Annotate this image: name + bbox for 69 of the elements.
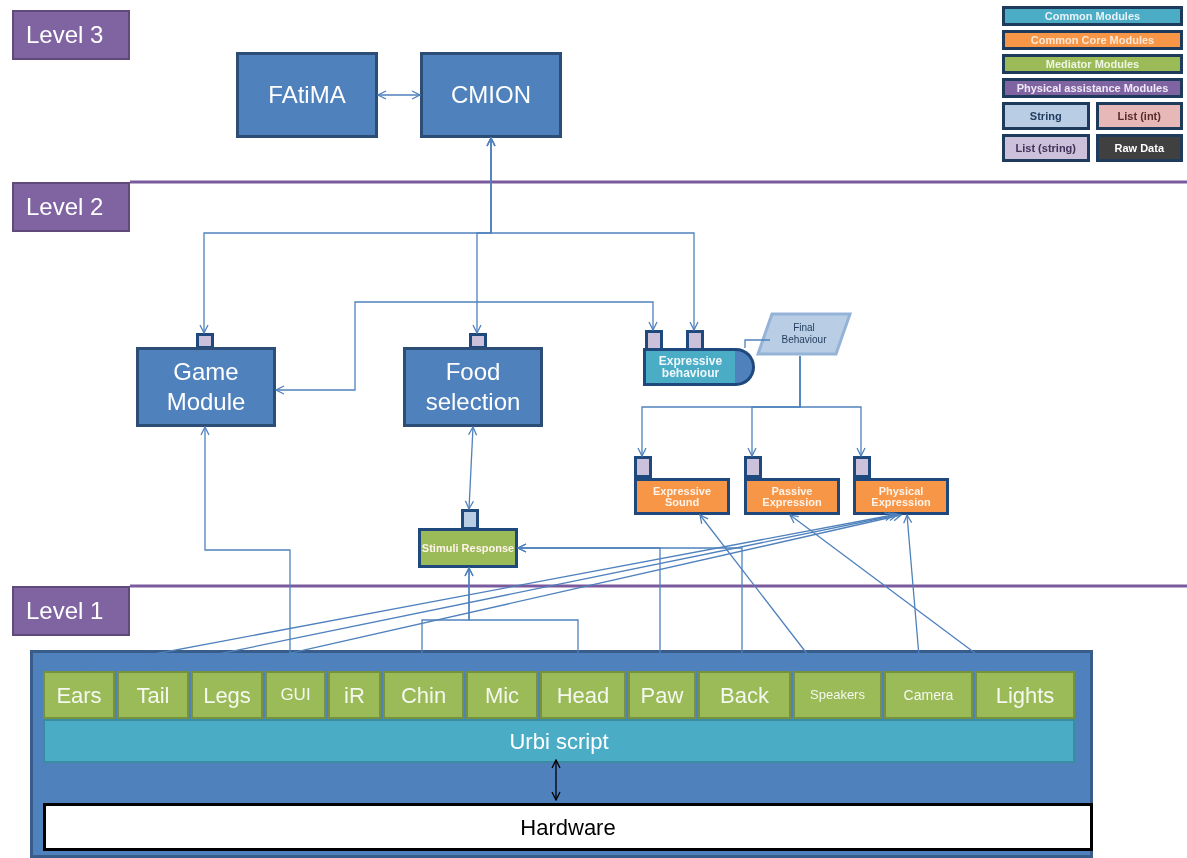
node-label: Food selection — [424, 357, 522, 417]
node-label: Expressive Sound — [651, 485, 713, 508]
node-label: GUI — [280, 684, 311, 707]
legend-label: List (string) — [1015, 142, 1076, 154]
node-label: Hardware — [520, 813, 616, 842]
level-tag — [12, 586, 130, 636]
legend-label: Raw Data — [1114, 142, 1164, 154]
sensor-block — [466, 671, 538, 719]
node-label: Lights — [995, 681, 1055, 710]
node-label: CMION — [451, 80, 531, 110]
node-label: Paw — [640, 681, 684, 710]
node-label: Level 1 — [26, 596, 104, 626]
node-label: Passive Expression — [761, 485, 823, 508]
sensor-block — [793, 671, 882, 719]
node-label: Level 2 — [26, 192, 104, 222]
sensor-block — [383, 671, 464, 719]
connector-arrow — [799, 355, 866, 457]
node-label: Ears — [56, 681, 102, 710]
node-label: Level 3 — [26, 20, 104, 50]
connector-arrow — [275, 301, 658, 395]
module-box — [418, 509, 518, 568]
module-box — [634, 456, 730, 515]
platform-panel — [30, 650, 1093, 858]
node-label: Final Behaviour — [780, 321, 828, 347]
node-label: Head — [556, 681, 610, 710]
module-box — [643, 330, 755, 386]
module-box — [744, 456, 840, 515]
node-label: Urbi script — [509, 727, 609, 756]
legend-label: List (int) — [1117, 110, 1161, 122]
module-box — [853, 456, 949, 515]
legend-label: Mediator Modules — [1045, 58, 1140, 70]
node-label: Camera — [903, 685, 954, 705]
data-parallelogram — [756, 312, 852, 356]
module-box — [420, 52, 562, 138]
sensor-block — [191, 671, 263, 719]
node-label: Mic — [484, 681, 520, 710]
module-box — [236, 52, 378, 138]
sensor-block — [698, 671, 791, 719]
legend-label: Common Core Modules — [1030, 34, 1155, 46]
sensor-block — [328, 671, 381, 719]
node-label: Physical Expression — [870, 485, 932, 508]
node-label: Stimuli Response — [421, 542, 515, 554]
hardware-layer — [43, 803, 1093, 851]
sensor-block — [884, 671, 973, 719]
node-label: Legs — [203, 681, 251, 710]
sensor-block — [540, 671, 626, 719]
node-label: Game Module — [165, 357, 247, 417]
connector-arrow — [551, 759, 561, 801]
legend-label: Common Modules — [1044, 10, 1141, 22]
legend-label: String — [1029, 110, 1062, 122]
sensor-block — [628, 671, 696, 719]
node-label: Chin — [400, 681, 447, 710]
script-layer — [43, 719, 1075, 763]
node-label: Speakers — [810, 686, 865, 705]
node-label: iR — [344, 681, 365, 710]
level-tag — [12, 182, 130, 232]
connector-arrow — [486, 137, 699, 331]
sensor-block — [117, 671, 189, 719]
sensor-block — [265, 671, 326, 719]
connector-arrow — [464, 426, 478, 510]
sensor-block — [43, 671, 115, 719]
legend-label: Physical assistance Modules — [1016, 82, 1169, 94]
node-label: FAtiMA — [268, 80, 346, 110]
sensor-block — [975, 671, 1075, 719]
node-label: Back — [720, 681, 769, 710]
connector-arrow — [377, 90, 421, 100]
level-tag — [12, 10, 130, 60]
node-label: Expressive behaviour — [657, 355, 724, 379]
node-label: Tail — [136, 681, 170, 710]
